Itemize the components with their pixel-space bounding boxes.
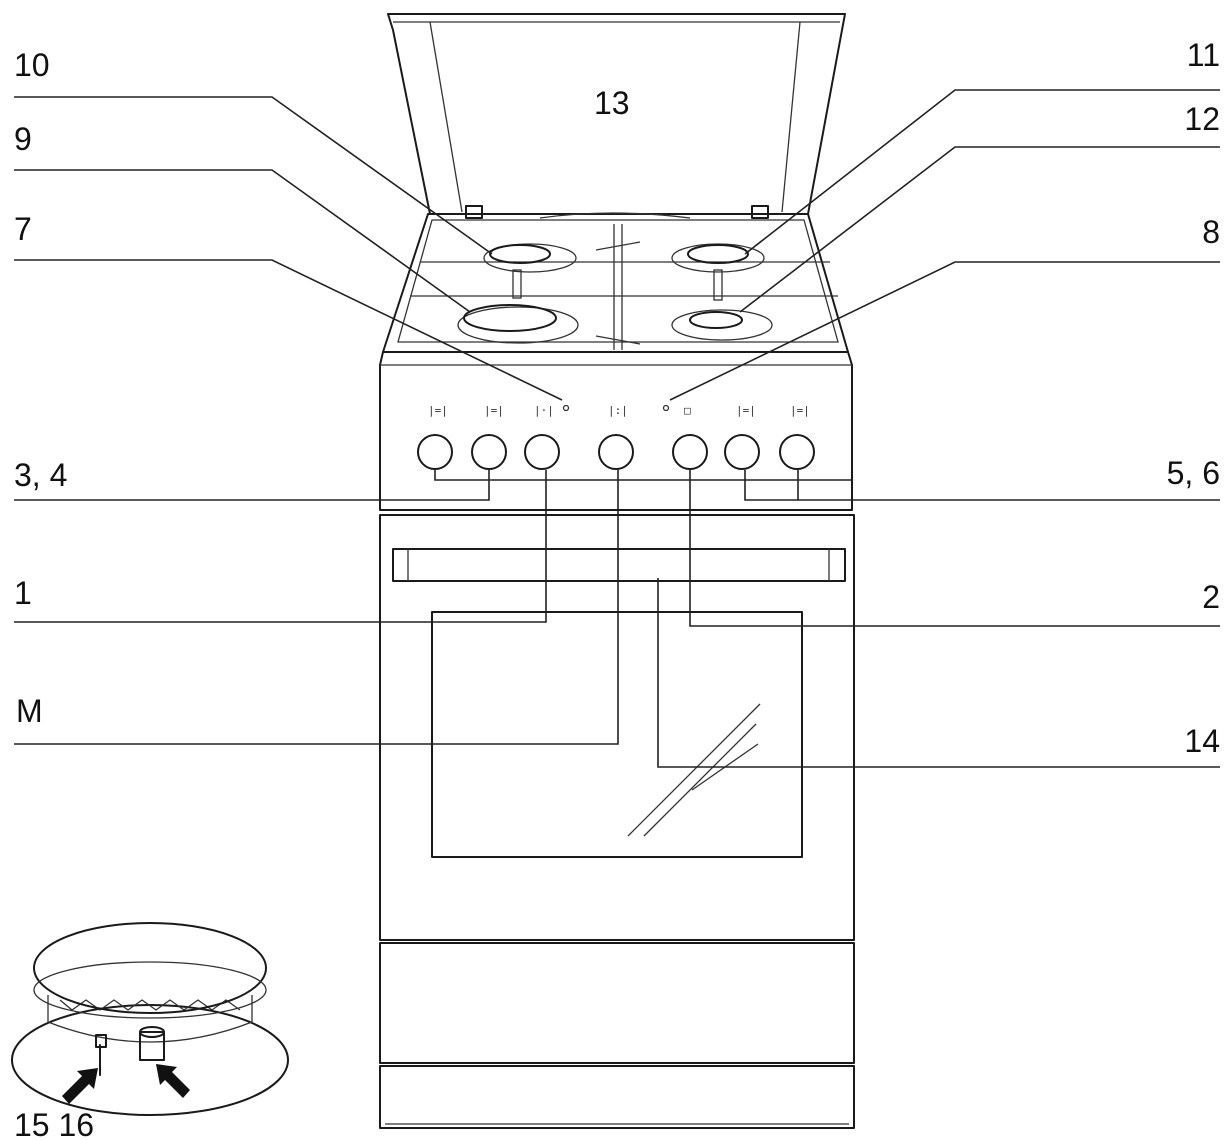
label-m: M xyxy=(16,693,43,729)
burner-detail xyxy=(11,922,289,1116)
label-7: 7 xyxy=(14,211,32,247)
hob xyxy=(382,212,849,353)
svg-text:|=|: |=| xyxy=(790,404,810,417)
burner-12 xyxy=(671,309,773,341)
control-knob[interactable] xyxy=(598,434,634,470)
svg-text:|=|: |=| xyxy=(428,404,448,417)
leader-lines xyxy=(14,89,1220,768)
control-panel: |=| |=| |·| |:| □ |=| |=| xyxy=(379,351,853,511)
label-3-4: 3, 4 xyxy=(14,457,67,493)
label-12: 12 xyxy=(1184,101,1220,137)
arrow-icon xyxy=(62,1068,98,1104)
label-1: 1 xyxy=(14,575,32,611)
control-knob[interactable] xyxy=(524,434,560,470)
label-5-6: 5, 6 xyxy=(1167,455,1220,491)
svg-text:□: □ xyxy=(684,404,691,417)
svg-text:|:|: |:| xyxy=(608,404,628,417)
control-knob[interactable] xyxy=(417,434,453,470)
burner-10 xyxy=(483,243,577,299)
oven-handle[interactable] xyxy=(392,548,846,582)
label-15-16: 15 16 xyxy=(14,1107,94,1140)
oven-window xyxy=(431,611,803,858)
burner-9 xyxy=(457,304,579,344)
control-knob[interactable] xyxy=(724,434,760,470)
burner-11 xyxy=(671,243,765,301)
oven-body xyxy=(379,514,855,1129)
callout-labels: 10 9 7 3, 4 1 M 13 11 12 8 5, 6 2 14 15 … xyxy=(14,37,1220,1140)
svg-text:|·|: |·| xyxy=(534,404,554,417)
label-2: 2 xyxy=(1202,579,1220,615)
label-8: 8 xyxy=(1202,214,1220,250)
label-13: 13 xyxy=(594,85,630,121)
label-10: 10 xyxy=(14,47,50,83)
label-9: 9 xyxy=(14,121,32,157)
control-knob[interactable] xyxy=(779,434,815,470)
arrow-icon xyxy=(156,1064,190,1098)
control-knob[interactable] xyxy=(672,434,708,470)
control-knob[interactable] xyxy=(471,434,507,470)
svg-text:|=|: |=| xyxy=(736,404,756,417)
svg-text:|=|: |=| xyxy=(484,404,504,417)
label-11: 11 xyxy=(1187,37,1220,73)
label-14: 14 xyxy=(1184,723,1220,759)
